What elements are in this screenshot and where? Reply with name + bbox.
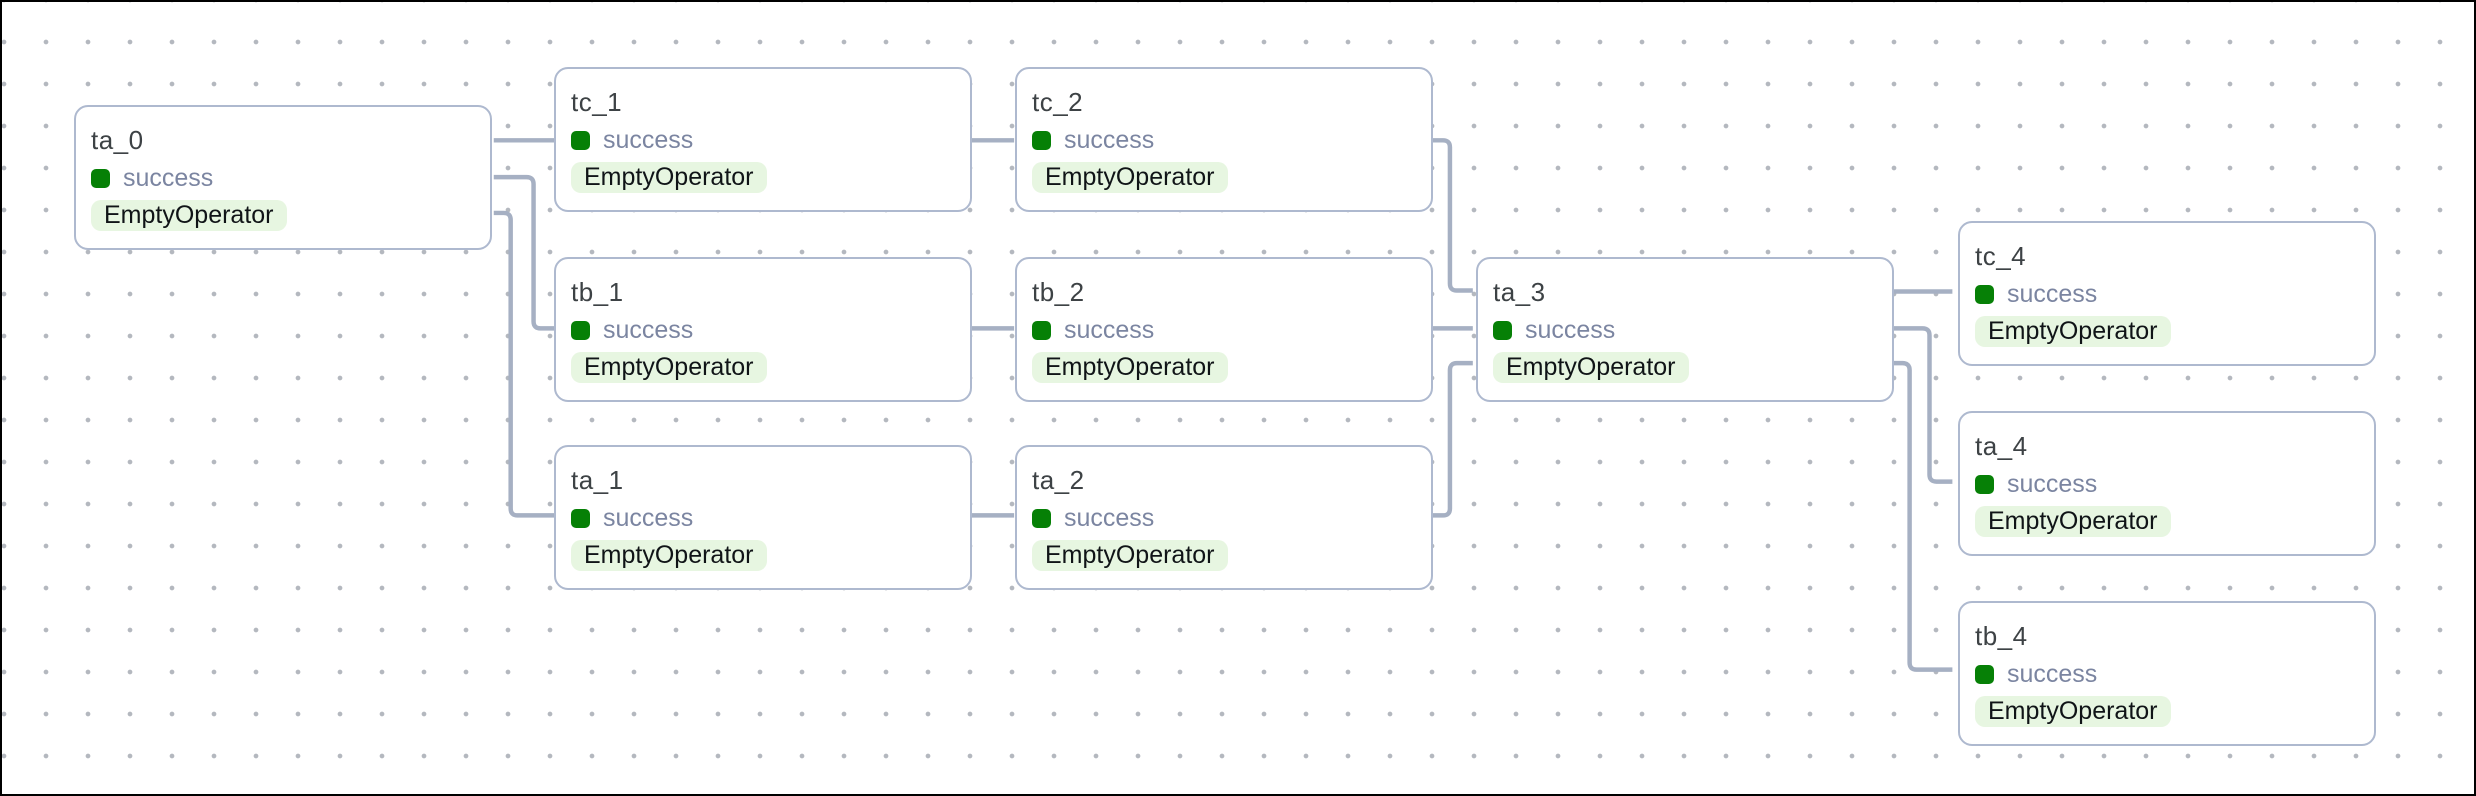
- operator-badge: EmptyOperator: [1032, 162, 1228, 193]
- task-state-row: success: [571, 125, 956, 155]
- operator-badge-row: EmptyOperator: [1493, 352, 1878, 383]
- operator-badge: EmptyOperator: [571, 162, 767, 193]
- operator-badge-row: EmptyOperator: [1032, 540, 1417, 571]
- task-state-label: success: [603, 503, 694, 532]
- task-title: tc_1: [571, 87, 623, 117]
- task-state-row: success: [1975, 279, 2360, 309]
- edge-ta_0-to-ta_1: [493, 210, 556, 518]
- operator-badge: EmptyOperator: [1975, 696, 2171, 727]
- task-title: ta_3: [1493, 277, 1546, 307]
- task-state-row: success: [1975, 659, 2360, 689]
- task-state-label: success: [603, 125, 694, 154]
- operator-badge: EmptyOperator: [571, 540, 767, 571]
- task-title: ta_4: [1975, 431, 2028, 461]
- operator-badge-row: EmptyOperator: [571, 162, 956, 193]
- success-state-icon: [571, 508, 590, 528]
- task-state-row: success: [1032, 125, 1417, 155]
- edge-ta_0-to-tb_1: [493, 174, 556, 331]
- operator-badge: EmptyOperator: [1032, 540, 1228, 571]
- task-state-label: success: [1064, 503, 1155, 532]
- task-state-row: success: [1975, 469, 2360, 499]
- operator-badge-row: EmptyOperator: [571, 352, 956, 383]
- operator-badge-row: EmptyOperator: [91, 200, 476, 231]
- operator-badge-row: EmptyOperator: [1032, 162, 1417, 193]
- success-state-icon: [571, 130, 590, 150]
- success-state-icon: [1975, 284, 1994, 304]
- task-state-row: success: [1032, 503, 1417, 533]
- task-state-label: success: [1064, 315, 1155, 344]
- operator-badge-row: EmptyOperator: [1975, 506, 2360, 537]
- task-state-row: success: [571, 503, 956, 533]
- task-state-label: success: [123, 163, 214, 192]
- success-state-icon: [91, 168, 110, 188]
- task-state-label: success: [1064, 125, 1155, 154]
- operator-badge: EmptyOperator: [91, 200, 287, 231]
- task-title: tc_2: [1032, 87, 1084, 117]
- task-state-label: success: [2007, 469, 2098, 498]
- task-title: tb_4: [1975, 621, 2028, 651]
- success-state-icon: [1493, 320, 1512, 340]
- operator-badge-row: EmptyOperator: [571, 540, 956, 571]
- task-title: ta_1: [571, 465, 624, 495]
- success-state-icon: [1975, 474, 1994, 494]
- task-state-label: success: [2007, 279, 2098, 308]
- success-state-icon: [1975, 664, 1994, 684]
- task-state-label: success: [603, 315, 694, 344]
- edge-ta_3-to-tb_4: [1888, 360, 1953, 672]
- edge-tc_2-to-ta_3: [1430, 138, 1473, 293]
- edge-ta_2-to-ta_3: [1430, 360, 1473, 518]
- task-title: ta_2: [1032, 465, 1085, 495]
- success-state-icon: [1032, 130, 1051, 150]
- task-state-row: success: [1493, 315, 1878, 345]
- task-state-row: success: [1032, 315, 1417, 345]
- task-state-label: success: [2007, 659, 2098, 688]
- task-title: tc_4: [1975, 241, 2027, 271]
- success-state-icon: [1032, 508, 1051, 528]
- operator-badge: EmptyOperator: [1032, 352, 1228, 383]
- operator-badge: EmptyOperator: [1493, 352, 1689, 383]
- operator-badge: EmptyOperator: [571, 352, 767, 383]
- operator-badge-row: EmptyOperator: [1975, 696, 2360, 727]
- task-state-row: success: [571, 315, 956, 345]
- task-state-row: success: [91, 163, 476, 193]
- operator-badge-row: EmptyOperator: [1975, 316, 2360, 347]
- success-state-icon: [571, 320, 590, 340]
- task-state-label: success: [1525, 315, 1616, 344]
- success-state-icon: [1032, 320, 1051, 340]
- task-title: ta_0: [91, 125, 144, 155]
- edge-ta_3-to-ta_4: [1888, 326, 1953, 484]
- operator-badge: EmptyOperator: [1975, 316, 2171, 347]
- operator-badge-row: EmptyOperator: [1032, 352, 1417, 383]
- operator-badge: EmptyOperator: [1975, 506, 2171, 537]
- task-title: tb_1: [571, 277, 624, 307]
- task-title: tb_2: [1032, 277, 1085, 307]
